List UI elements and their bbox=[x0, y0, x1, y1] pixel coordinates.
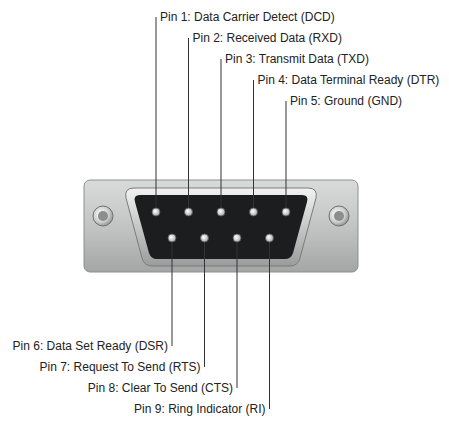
pin-label: Pin 4: Data Terminal Ready (DTR) bbox=[258, 73, 440, 87]
pin-label: Pin 8: Clear To Send (CTS) bbox=[88, 381, 233, 395]
pin-label: Pin 9: Ring Indicator (RI) bbox=[134, 402, 265, 416]
pins bbox=[152, 208, 290, 242]
pin-label: Pin 5: Ground (GND) bbox=[290, 94, 402, 108]
screw-hole bbox=[98, 211, 108, 221]
pin-label: Pin 3: Transmit Data (TXD) bbox=[225, 52, 369, 66]
screw bbox=[329, 206, 349, 226]
pin-label: Pin 2: Received Data (RXD) bbox=[193, 31, 342, 45]
pin-label: Pin 7: Request To Send (RTS) bbox=[40, 360, 201, 374]
pin-label: Pin 6: Data Set Ready (DSR) bbox=[13, 339, 168, 353]
pin-label: Pin 1: Data Carrier Detect (DCD) bbox=[160, 10, 335, 24]
screw-hole bbox=[334, 211, 344, 221]
screw bbox=[93, 206, 113, 226]
